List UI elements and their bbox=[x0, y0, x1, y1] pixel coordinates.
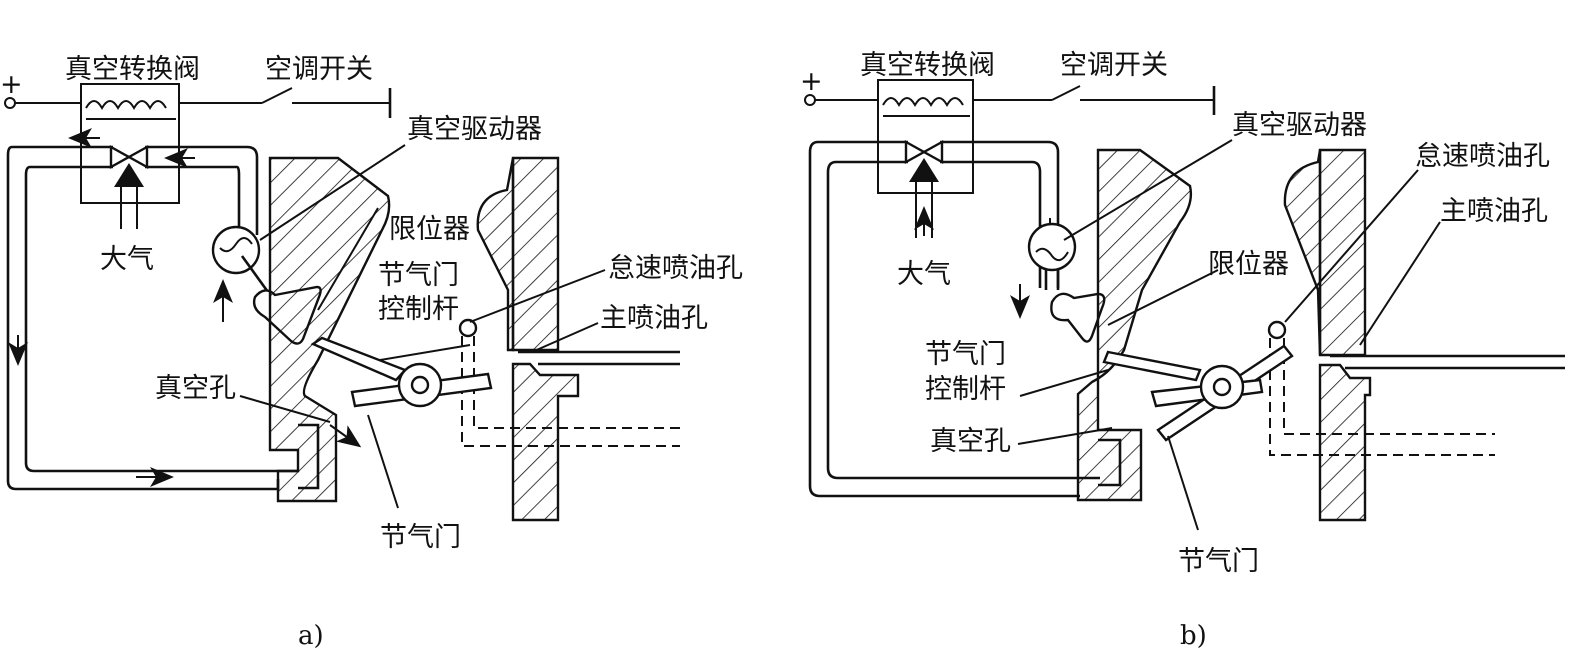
plus-terminal-a: + bbox=[0, 69, 23, 100]
venturi-upper-b bbox=[1318, 148, 1367, 357]
label-atmosphere-b: 大气 bbox=[897, 259, 951, 290]
vacuum-hose-inner-b bbox=[826, 160, 1100, 480]
vacuum-hose-inner-a bbox=[24, 165, 298, 473]
leaders-b bbox=[1017, 139, 1441, 531]
label-throttle-lever-line2-b: 控制杆 bbox=[925, 374, 1006, 405]
label-atmosphere-a: 大气 bbox=[100, 244, 154, 275]
idle-passage-a bbox=[461, 336, 680, 447]
venturi-lower-b bbox=[1318, 363, 1372, 522]
circuit-wire-b bbox=[804, 85, 1216, 115]
valve-bowtie-left-b bbox=[904, 139, 927, 165]
idle-passage-b bbox=[1269, 338, 1495, 456]
throttle-body-wall-a bbox=[268, 156, 391, 503]
label-actuator-b: 真空驱动器 bbox=[1232, 110, 1367, 141]
label-limiter-a: 限位器 bbox=[389, 214, 470, 245]
label-actuator-a: 真空驱动器 bbox=[407, 114, 542, 145]
solenoid-coil-a bbox=[85, 100, 167, 111]
vacuum-hose-outer-b bbox=[808, 140, 1080, 498]
label-vacuum-port-a: 真空孔 bbox=[155, 373, 236, 404]
throttle-lever-b bbox=[1102, 350, 1202, 382]
venturi-bulge-b bbox=[1283, 149, 1322, 356]
label-throttle-b: 节气门 bbox=[1178, 546, 1259, 577]
venturi-lower-a bbox=[511, 362, 580, 522]
atmosphere-inlet-a bbox=[120, 187, 138, 229]
diagram-a: + 大气 bbox=[0, 54, 743, 651]
valve-plunger-a bbox=[114, 163, 144, 187]
plus-terminal-b: + bbox=[800, 66, 823, 97]
valve-bowtie-right-b bbox=[921, 139, 944, 165]
label-throttle-lever-line1-a: 节气门 bbox=[378, 260, 459, 291]
label-valve-b: 真空转换阀 bbox=[860, 50, 995, 81]
label-main-jet-a: 主喷油孔 bbox=[600, 303, 708, 334]
solenoid-coil-b bbox=[882, 97, 964, 108]
caption-a: a) bbox=[298, 621, 324, 651]
vacuum-hose-right-b bbox=[940, 140, 1060, 288]
label-idle-port-a: 怠速喷油孔 bbox=[608, 253, 743, 284]
valve-bowtie-right-a bbox=[126, 144, 149, 170]
label-throttle-lever-line1-b: 节气门 bbox=[925, 339, 1006, 370]
valve-bowtie-left-a bbox=[109, 144, 132, 170]
vacuum-actuator-a bbox=[211, 225, 261, 275]
label-throttle-a: 节气门 bbox=[380, 522, 461, 553]
label-vacuum-port-b: 真空孔 bbox=[930, 426, 1011, 457]
vacuum-hose-right-a bbox=[145, 145, 259, 235]
leaders-a bbox=[239, 144, 606, 509]
label-idle-port-b: 怠速喷油孔 bbox=[1415, 141, 1550, 172]
diagram-b: + 大气 bbox=[800, 50, 1565, 651]
label-ac-switch-a: 空调开关 bbox=[265, 54, 373, 85]
label-ac-switch-b: 空调开关 bbox=[1060, 50, 1168, 81]
caption-b: b) bbox=[1180, 621, 1207, 651]
label-main-jet-b: 主喷油孔 bbox=[1440, 196, 1548, 227]
idle-jet-port-b bbox=[1267, 320, 1287, 340]
venturi-bulge-a bbox=[476, 157, 515, 352]
valve-plunger-b bbox=[909, 158, 939, 182]
throttle-body-wall-b bbox=[1076, 148, 1193, 502]
vacuum-actuator-b bbox=[1027, 222, 1077, 272]
label-limiter-b: 限位器 bbox=[1208, 249, 1289, 280]
limiter-cam-b bbox=[1050, 292, 1106, 343]
venturi-upper-a bbox=[511, 156, 560, 352]
vacuum-hose-outer-a bbox=[6, 145, 280, 491]
circuit-wire-a bbox=[4, 87, 392, 118]
label-valve-a: 真空转换阀 bbox=[65, 54, 200, 85]
vacuum-valve-box-b bbox=[877, 79, 974, 194]
label-throttle-lever-line2-a: 控制杆 bbox=[378, 294, 459, 325]
idle-jet-port-a bbox=[458, 318, 478, 338]
